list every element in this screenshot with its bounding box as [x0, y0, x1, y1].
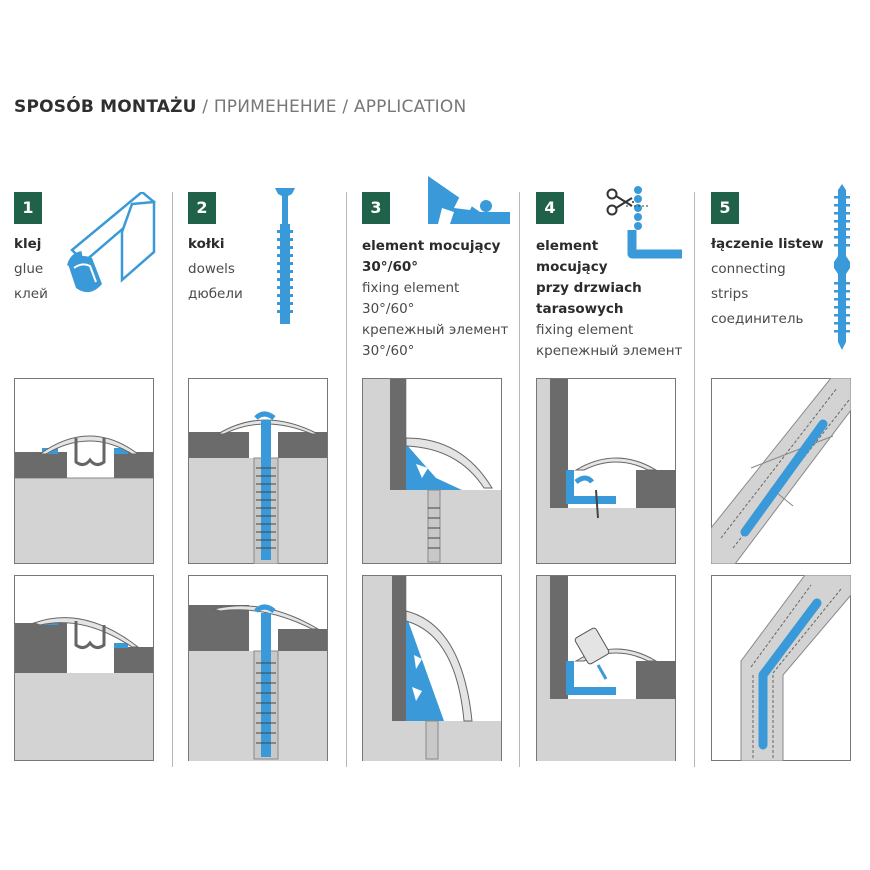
step-4-text: element mocujący przy drzwiach tarasowyc…: [536, 236, 682, 362]
angle-clip-icon: [626, 186, 682, 259]
step-title: element mocujący: [362, 238, 501, 254]
panel-fixing-element-bottom: [362, 575, 502, 761]
step-number-badge: 1: [14, 192, 42, 224]
column-divider: [694, 192, 695, 767]
step-number-badge: 3: [362, 192, 390, 224]
step-label-ru: дюбели: [188, 286, 243, 302]
fixing-element-triangle-icon: [428, 176, 510, 224]
title-polish: SPOSÓB MONTAŻU: [14, 97, 197, 117]
page-title: SPOSÓB MONTAŻU / ПРИМЕНЕНИЕ / APPLICATIO…: [14, 97, 466, 117]
panel-terrace-door-bottom: [536, 575, 676, 761]
panel-glue-top: [14, 378, 154, 564]
step-label-en-2: strips: [711, 286, 749, 302]
step-label-ru: соединитель: [711, 311, 804, 327]
panel-dowels-bottom: [188, 575, 328, 761]
step-title: element: [536, 238, 599, 254]
step-number-badge: 5: [711, 192, 739, 224]
step-5-text: łączenie listew connecting strips соедин…: [711, 232, 824, 332]
step-3-text: element mocujący 30°/60° fixing element …: [362, 236, 512, 362]
step-title: łączenie listew: [711, 236, 824, 252]
step-label-ru-angle: 30°/60°: [362, 343, 415, 359]
panel-terrace-door-top: [536, 378, 676, 564]
column-divider: [172, 192, 173, 767]
panel-dowels-top: [188, 378, 328, 564]
step-title-line-2: mocujący: [536, 259, 608, 275]
column-divider: [519, 192, 520, 767]
connecting-strip-icon: [834, 184, 850, 350]
column-divider: [346, 192, 347, 767]
step-label-ru: крепежный элемент: [362, 322, 509, 338]
step-label-en: fixing element: [536, 322, 634, 338]
panel-glue-bottom: [14, 575, 154, 761]
step-label-ru: клей: [14, 286, 48, 302]
step-label-en: dowels: [188, 261, 235, 277]
step-1-text: klej glue клей: [14, 232, 48, 307]
panel-connecting-straight: [711, 378, 851, 564]
step-label-ru: крепежный элемент: [536, 343, 683, 359]
step-number-badge: 4: [536, 192, 564, 224]
step-title: klej: [14, 236, 42, 252]
step-label-en: fixing element 30°/60°: [362, 280, 460, 317]
step-number-badge: 2: [188, 192, 216, 224]
step-label-en: glue: [14, 261, 44, 277]
step-label-en: connecting: [711, 261, 786, 277]
panel-fixing-element-top: [362, 378, 502, 564]
step-title-line-4: tarasowych: [536, 301, 624, 317]
step-2-text: kołki dowels дюбели: [188, 232, 243, 307]
title-translations: / ПРИМЕНЕНИЕ / APPLICATION: [196, 97, 467, 117]
glue-tube-icon: [67, 192, 156, 293]
dowel-icon: [275, 188, 295, 324]
step-title: kołki: [188, 236, 225, 252]
scissors-icon: [606, 188, 636, 216]
panel-connecting-angle: [711, 575, 851, 761]
step-title-angle: 30°/60°: [362, 259, 419, 275]
step-title-line-3: przy drzwiach: [536, 280, 642, 296]
